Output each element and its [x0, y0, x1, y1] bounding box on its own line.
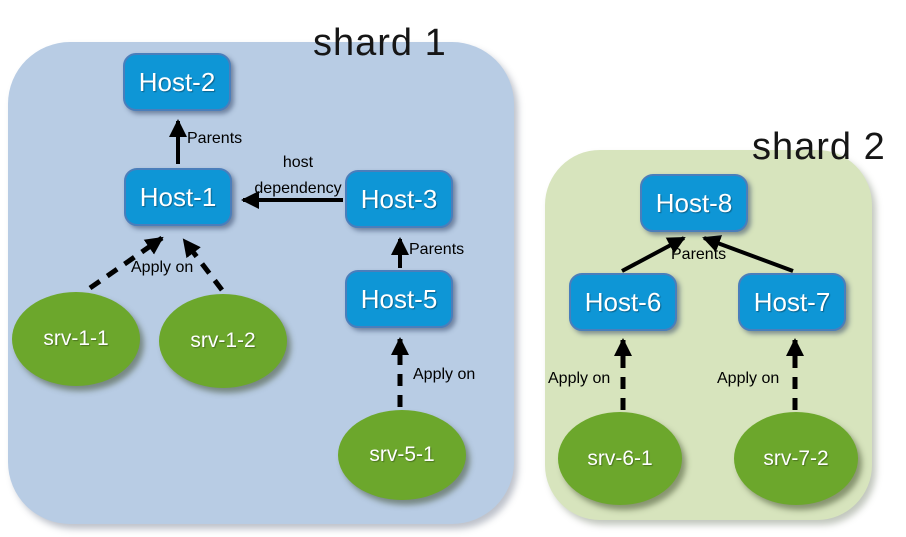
node-srv-1-1: srv-1-1 [12, 292, 140, 386]
node-srv-6-1: srv-6-1 [558, 412, 682, 505]
edge-label-parents-shard2: Parents [671, 246, 727, 263]
node-srv-1-2: srv-1-2 [159, 294, 287, 388]
edge-label-applyon-srv61: Apply on [548, 370, 611, 387]
shard-2-title: shard 2 [752, 126, 886, 168]
node-srv-7-2: srv-7-2 [734, 412, 858, 505]
node-host-3: Host-3 [345, 170, 453, 228]
edge-label-applyon-srv51: Apply on [413, 366, 476, 383]
node-srv-5-1: srv-5-1 [338, 410, 466, 500]
edge-label-applyon-srv72: Apply on [717, 370, 780, 387]
edge-label-applyon-srv1: Apply on [131, 259, 194, 276]
edge-label-parents-host5-host3: Parents [409, 241, 465, 258]
node-host-6: Host-6 [569, 273, 677, 331]
edge-label-parents-host1-host2: Parents [187, 130, 243, 147]
node-host-1: Host-1 [124, 168, 232, 226]
node-host-5: Host-5 [345, 270, 453, 328]
edge-label-host-dependency: host dependency [254, 154, 342, 197]
shard-1-title: shard 1 [313, 22, 447, 64]
node-host-7: Host-7 [738, 273, 846, 331]
node-host-8: Host-8 [640, 174, 748, 232]
node-host-2: Host-2 [123, 53, 231, 111]
